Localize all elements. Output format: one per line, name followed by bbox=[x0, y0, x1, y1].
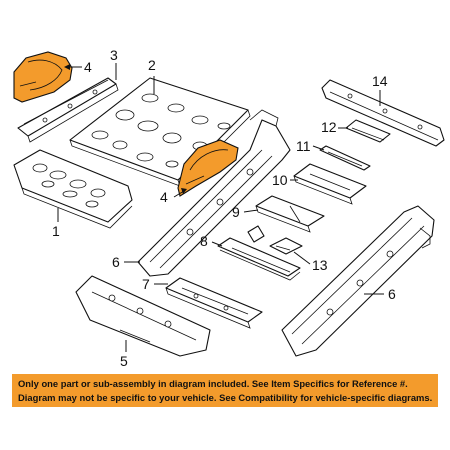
callout-2: 2 bbox=[148, 57, 156, 94]
svg-text:9: 9 bbox=[232, 204, 240, 220]
notice-banner: Only one part or sub-assembly in diagram… bbox=[12, 374, 438, 407]
svg-text:4: 4 bbox=[84, 59, 92, 75]
callout-9: 9 bbox=[232, 204, 259, 220]
callout-6-right: 6 bbox=[364, 286, 396, 302]
svg-text:5: 5 bbox=[120, 353, 128, 369]
part-12-bracket bbox=[345, 119, 391, 143]
callout-11: 11 bbox=[296, 138, 325, 154]
svg-text:6: 6 bbox=[112, 254, 120, 270]
part-5-front-crossmember bbox=[75, 275, 211, 357]
part-4-wheelhouse-right bbox=[177, 139, 239, 197]
callout-8: 8 bbox=[200, 233, 223, 249]
svg-text:1: 1 bbox=[52, 223, 60, 239]
part-13-brackets bbox=[247, 225, 303, 255]
notice-line-1: Only one part or sub-assembly in diagram… bbox=[18, 378, 408, 389]
part-8-rail bbox=[217, 237, 301, 281]
svg-text:8: 8 bbox=[200, 233, 208, 249]
part-6-side-member-left bbox=[137, 109, 291, 277]
callout-3: 3 bbox=[110, 47, 118, 80]
svg-text:7: 7 bbox=[142, 276, 150, 292]
part-7-rail bbox=[165, 277, 263, 329]
part-3-floor-rail bbox=[17, 77, 119, 143]
svg-text:10: 10 bbox=[272, 172, 288, 188]
notice-line-2: Diagram may not be specific to your vehi… bbox=[18, 391, 433, 403]
svg-text:13: 13 bbox=[312, 257, 328, 273]
callout-13: 13 bbox=[293, 251, 328, 273]
callout-4-upper: 4 bbox=[64, 59, 92, 75]
part-4-wheelhouse-left bbox=[13, 51, 73, 103]
part-9-crossmember bbox=[255, 195, 325, 233]
exploded-floor-pan-diagram: 1 2 3 4 4 5 6 6 bbox=[13, 47, 445, 369]
part-6-side-member-right bbox=[281, 205, 435, 357]
callout-1: 1 bbox=[52, 208, 60, 239]
callout-7: 7 bbox=[142, 276, 168, 292]
svg-text:4: 4 bbox=[160, 189, 168, 205]
part-1-front-floor-pan bbox=[13, 149, 133, 229]
callout-5: 5 bbox=[120, 340, 128, 369]
svg-text:2: 2 bbox=[148, 57, 156, 73]
part-14-rear-header bbox=[321, 79, 445, 147]
callout-6-left: 6 bbox=[112, 254, 140, 270]
svg-text:14: 14 bbox=[372, 73, 388, 89]
part-10-crossmember bbox=[293, 163, 367, 205]
part-11-crossmember bbox=[319, 145, 371, 171]
callout-12: 12 bbox=[321, 119, 348, 135]
svg-text:3: 3 bbox=[110, 47, 118, 63]
callout-14: 14 bbox=[372, 73, 388, 106]
callout-10: 10 bbox=[272, 172, 298, 188]
svg-text:12: 12 bbox=[321, 119, 337, 135]
svg-text:6: 6 bbox=[388, 286, 396, 302]
svg-text:11: 11 bbox=[296, 138, 311, 154]
callout-4-center: 4 bbox=[160, 188, 187, 205]
